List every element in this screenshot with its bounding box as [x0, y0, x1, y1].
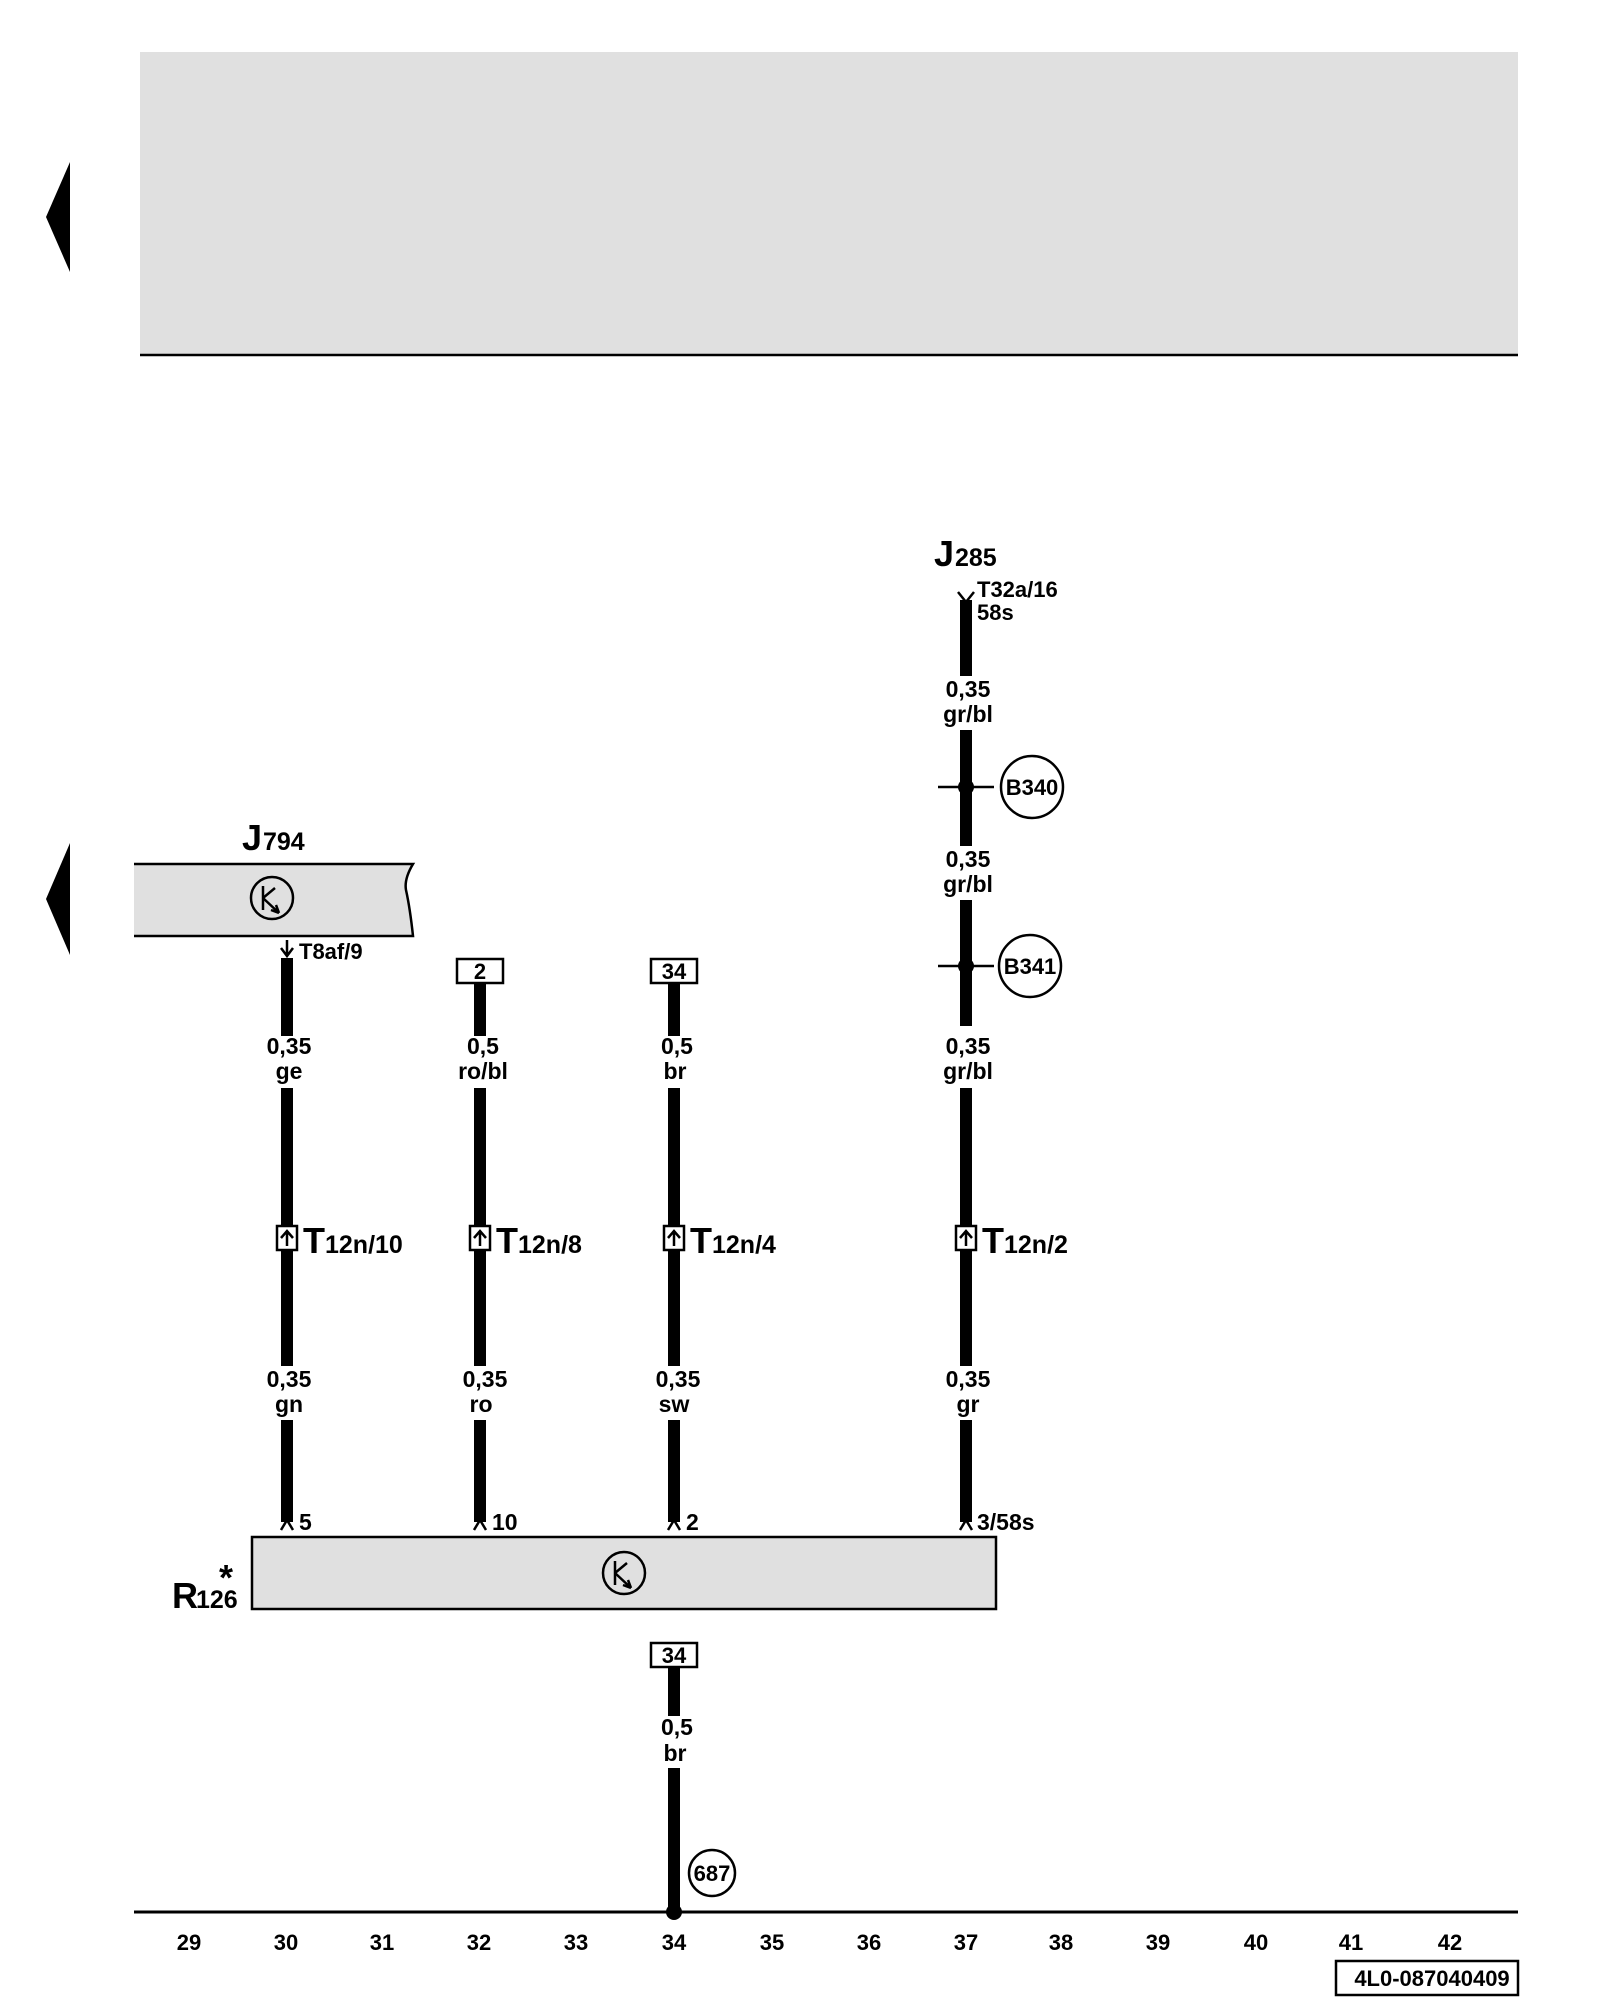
svg-text:T: T: [303, 1220, 325, 1261]
b341-splice-label: B341: [1004, 954, 1057, 979]
b340-splice-dot: [958, 779, 974, 795]
t12n4-connector-icon: [662, 1224, 686, 1252]
t12n2-label: T 12n/2: [982, 1220, 1068, 1261]
doc-number-box: [1334, 1959, 1520, 1997]
svg-text:12n/4: 12n/4: [712, 1231, 776, 1259]
svg-text:12n/2: 12n/2: [1004, 1231, 1068, 1259]
ref34-wire2-size: 0,35: [656, 1366, 701, 1392]
t12n2-connector-icon: [954, 1224, 978, 1252]
grid-ruler: 29 30 31 32 33 34 35 36 37 38 39 40 41 4…: [177, 1930, 1462, 1955]
b341-splice-circle: [997, 933, 1063, 999]
j285-wire1-color: gr/bl: [943, 701, 993, 727]
ref-box-2-label: 2: [474, 959, 486, 984]
r126-pin2-label: 2: [686, 1509, 699, 1535]
grid-number: 34: [662, 1930, 687, 1955]
b341-splice-dot: [958, 958, 974, 974]
svg-text:794: 794: [263, 828, 305, 856]
svg-text:285: 285: [955, 544, 997, 572]
grid-number: 42: [1438, 1930, 1462, 1955]
r126-pin3-arrow-icon: [958, 1517, 974, 1531]
grid-number: 36: [857, 1930, 881, 1955]
ground-wire-color: br: [664, 1740, 687, 1766]
r126-transistor-icon: [601, 1550, 647, 1596]
ref34-wire2-color: sw: [659, 1391, 690, 1417]
grid-number: 35: [760, 1930, 784, 1955]
j285-wire4-size: 0,35: [946, 1366, 991, 1392]
grid-number: 32: [467, 1930, 491, 1955]
j794-wire2-color: gn: [275, 1391, 303, 1417]
doc-number: 4L0-087040409: [1354, 1966, 1509, 1991]
svg-text:126: 126: [196, 1586, 238, 1614]
r126-pin5-arrow-icon: [279, 1517, 295, 1531]
j285-wire4-color: gr: [957, 1391, 980, 1417]
r126-module-box: [250, 1535, 998, 1611]
j285-wire3-color: gr/bl: [943, 1058, 993, 1084]
svg-text:J: J: [934, 533, 954, 574]
grid-number: 33: [564, 1930, 588, 1955]
j285-wire1-size: 0,35: [946, 676, 991, 702]
svg-text:T: T: [496, 1220, 518, 1261]
t12n4-label: T 12n/4: [690, 1220, 776, 1261]
r126-asterisk: *: [219, 1557, 233, 1598]
j285-wire3-size: 0,35: [946, 1033, 991, 1059]
j285-pin-sub-label: 58s: [977, 600, 1014, 625]
r126-pin10-arrow-icon: [472, 1517, 488, 1531]
ref-box-34-top-label: 34: [662, 959, 687, 984]
header-panel: [140, 52, 1518, 355]
j794-label: J 794: [242, 817, 305, 858]
j285-label: J 285: [934, 533, 997, 574]
svg-text:12n/10: 12n/10: [325, 1231, 403, 1259]
ref2-wire1-color: ro/bl: [458, 1058, 508, 1084]
j794-pin-arrow-icon: [280, 940, 294, 959]
page-back-arrow-icon[interactable]: [46, 162, 70, 272]
t12n8-connector-icon: [468, 1224, 492, 1252]
ref2-wire2-color: ro: [470, 1391, 493, 1417]
grid-number: 38: [1049, 1930, 1073, 1955]
grid-number: 40: [1244, 1930, 1268, 1955]
r126-pin5-label: 5: [299, 1509, 312, 1535]
ground-point-label: 687: [694, 1861, 731, 1886]
j794-transistor-icon: [249, 875, 295, 921]
j794-wire1-size: 0,35: [267, 1033, 312, 1059]
grid-number: 41: [1339, 1930, 1363, 1955]
t12n10-label: T 12n/10: [303, 1220, 403, 1261]
svg-text:T: T: [690, 1220, 712, 1261]
ref-box-34-bottom-label: 34: [662, 1643, 687, 1668]
ref2-wire1-size: 0,5: [467, 1033, 499, 1059]
ref-box-34-bottom: [649, 1641, 699, 1669]
grid-number: 39: [1146, 1930, 1170, 1955]
j285-wire2-color: gr/bl: [943, 871, 993, 897]
svg-text:J: J: [242, 817, 262, 858]
j794-wire1-color: ge: [276, 1058, 303, 1084]
j794-module-box: [134, 862, 416, 938]
r126-pin3-label: 3/58s: [977, 1509, 1035, 1535]
ref-box-34-top: [649, 957, 699, 985]
b340-splice-circle: [999, 754, 1065, 820]
grid-number: 37: [954, 1930, 978, 1955]
grid-number: 30: [274, 1930, 298, 1955]
ref2-wire2-size: 0,35: [463, 1366, 508, 1392]
section-back-arrow-icon[interactable]: [46, 843, 70, 955]
ground-wire-size: 0,5: [661, 1714, 693, 1740]
grid-number: 29: [177, 1930, 201, 1955]
ref34-wire1-color: br: [664, 1058, 687, 1084]
t12n8-label: T 12n/8: [496, 1220, 582, 1261]
j794-pin-label: T8af/9: [299, 939, 363, 964]
grid-number: 31: [370, 1930, 394, 1955]
r126-label: R 126: [172, 1575, 238, 1616]
r126-pin10-label: 10: [492, 1509, 518, 1535]
ground-point-circle: [687, 1848, 737, 1898]
ref34-wire1-size: 0,5: [661, 1033, 693, 1059]
svg-text:R: R: [172, 1575, 198, 1616]
svg-text:T: T: [982, 1220, 1004, 1261]
svg-text:12n/8: 12n/8: [518, 1231, 582, 1259]
j285-pin-label: T32a/16: [977, 577, 1058, 602]
j285-wire2-size: 0,35: [946, 846, 991, 872]
b340-splice-label: B340: [1006, 775, 1059, 800]
ref-box-2: [455, 957, 505, 985]
r126-pin2-arrow-icon: [666, 1517, 682, 1531]
t12n10-connector-icon: [275, 1224, 299, 1252]
ground-connection-dot: [666, 1904, 682, 1920]
j794-wire2-size: 0,35: [267, 1366, 312, 1392]
